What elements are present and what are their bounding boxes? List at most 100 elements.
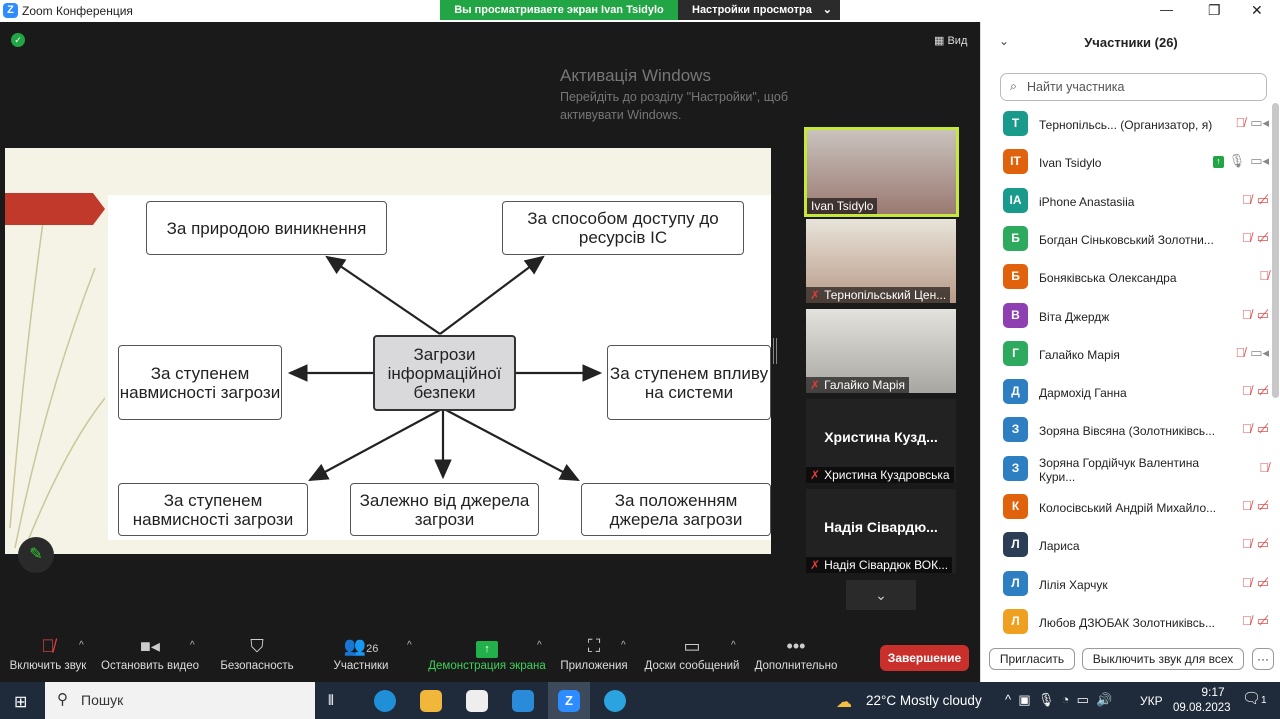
participant-name: Зоряна Вівсяна (Золотниківсь... bbox=[1039, 424, 1216, 439]
video-tile[interactable]: ✗Галайко Марія bbox=[806, 309, 956, 393]
participant-status: 🎙̸▭̸ bbox=[1242, 536, 1269, 552]
view-settings-dropdown[interactable]: Настройки просмотра ⌄ bbox=[678, 0, 840, 20]
search-icon: ⚲ bbox=[57, 691, 68, 708]
mute-all-button[interactable]: Выключить звук для всех bbox=[1082, 648, 1244, 670]
video-tile[interactable]: Христина Кузд...✗Христина Куздровська bbox=[806, 399, 956, 483]
scroll-down-button[interactable]: ⌄ bbox=[846, 580, 916, 610]
video-tile[interactable]: ✗Тернопільський Цен... bbox=[806, 219, 956, 303]
mic-muted-icon: 🎙̸ bbox=[1235, 115, 1246, 130]
participant-name: Лілія Харчук bbox=[1039, 577, 1108, 592]
view-button[interactable]: ▦ Вид bbox=[934, 34, 967, 47]
file-explorer-icon[interactable] bbox=[420, 690, 442, 712]
mic-muted-icon: 🎙̸ bbox=[1241, 191, 1252, 207]
avatar: IA bbox=[1003, 187, 1028, 213]
viewing-label: Вы просматриваете экран Ivan Tsidylo bbox=[440, 0, 678, 20]
taskbar-search[interactable]: ⚲Пошук bbox=[45, 682, 315, 719]
caret-up-icon[interactable]: ^ bbox=[537, 640, 542, 651]
minimize-button[interactable]: — bbox=[1160, 2, 1173, 17]
whiteboards-button[interactable]: ▭Доски сообщений bbox=[642, 630, 742, 672]
apps-button[interactable]: ⛶Приложения bbox=[558, 630, 630, 672]
task-view-icon[interactable]: ⫴ bbox=[328, 692, 334, 708]
windows-start-icon[interactable]: ⊞ bbox=[14, 694, 28, 711]
caret-up-icon[interactable]: ^ bbox=[621, 640, 626, 651]
system-tray-icons[interactable]: ^ ▣ 🎙 ◔ ▭ 🔊 bbox=[1005, 692, 1113, 707]
notifications-icon[interactable]: 🗨1 bbox=[1242, 690, 1267, 707]
diagram-box: За ступенем впливу на системи bbox=[607, 345, 771, 420]
clock-time[interactable]: 9:17 bbox=[1201, 685, 1225, 699]
security-label: Безопасность bbox=[220, 660, 294, 672]
shield-check-icon[interactable]: ✓ bbox=[11, 33, 25, 47]
splitter-handle[interactable] bbox=[773, 338, 777, 364]
end-meeting-button[interactable]: Завершение bbox=[880, 645, 969, 671]
clock-date[interactable]: 09.08.2023 bbox=[1173, 702, 1231, 714]
participant-name: Галайко Марія bbox=[1039, 347, 1120, 362]
caret-up-icon[interactable]: ^ bbox=[731, 640, 736, 651]
diagram-center-box: Загрози інформаційної безпеки bbox=[373, 335, 516, 411]
share-screen-button[interactable]: ↑Демонстрация экрана bbox=[428, 630, 546, 672]
more-button[interactable]: •••Дополнительно bbox=[752, 630, 840, 672]
avatar: Л bbox=[1003, 570, 1028, 596]
annotate-pen-icon[interactable]: ✎ bbox=[18, 537, 54, 573]
telegram-icon[interactable] bbox=[604, 690, 626, 712]
diagram-box: За природою виникнення bbox=[146, 201, 387, 255]
caret-up-icon[interactable]: ^ bbox=[190, 640, 195, 651]
maximize-button[interactable]: ❐ bbox=[1208, 2, 1221, 18]
zoom-taskbar-button[interactable]: Z bbox=[548, 682, 590, 719]
mail-icon[interactable] bbox=[512, 690, 534, 712]
security-button[interactable]: ⛉ Безопасность bbox=[218, 630, 296, 672]
whiteboard-icon: ▭ bbox=[683, 636, 701, 656]
collapse-chevron-icon[interactable]: ⌄ bbox=[999, 34, 1010, 48]
invite-button[interactable]: Пригласить bbox=[989, 648, 1075, 670]
participants-icon: 👥26 bbox=[343, 636, 379, 656]
mic-muted-icon: 🎙̸ bbox=[1241, 574, 1252, 590]
weather-text[interactable]: 22°C Mostly cloudy bbox=[866, 693, 982, 708]
panel-more-button[interactable]: ··· bbox=[1252, 648, 1274, 670]
video-button[interactable]: ■◂Остановить видео bbox=[100, 630, 200, 672]
apps-label: Приложения bbox=[560, 660, 628, 672]
language-indicator[interactable]: УКР bbox=[1140, 694, 1163, 708]
participant-name: Дармохід Ганна bbox=[1039, 386, 1127, 401]
search-placeholder: Найти участника bbox=[1027, 80, 1125, 94]
chevron-down-icon: ⌄ bbox=[822, 4, 832, 16]
participant-name: Віта Джердж bbox=[1039, 309, 1110, 324]
shield-icon: ⛉ bbox=[250, 636, 264, 656]
close-button[interactable]: ✕ bbox=[1251, 2, 1263, 18]
participant-search-input[interactable]: ⌕Найти участника bbox=[1000, 73, 1267, 101]
scrollbar[interactable] bbox=[1272, 103, 1279, 398]
tile-display-name: Христина Кузд... bbox=[824, 429, 938, 445]
participant-status: ↑🎙▭◂ bbox=[1213, 153, 1269, 169]
caret-up-icon[interactable]: ^ bbox=[407, 640, 412, 651]
store-icon[interactable] bbox=[466, 690, 488, 712]
caret-up-icon[interactable]: ^ bbox=[79, 640, 84, 651]
window-title: Zoom Конференция bbox=[22, 4, 133, 18]
video-off-icon: ▭̸ bbox=[1256, 421, 1269, 437]
avatar: Б bbox=[1003, 264, 1028, 290]
edge-icon[interactable] bbox=[374, 690, 396, 712]
mic-muted-icon: 🎙̸ bbox=[1241, 229, 1252, 245]
video-tile[interactable]: Ivan Tsidylo bbox=[804, 127, 959, 217]
video-off-icon: ▭̸ bbox=[1256, 536, 1269, 552]
weather-cloud-icon: ☁ bbox=[836, 694, 852, 711]
shared-slide: За природою виникнення За способом досту… bbox=[5, 148, 771, 554]
unmute-button[interactable]: 🎙̸Включить звук bbox=[8, 630, 88, 672]
view-settings-label: Настройки просмотра bbox=[692, 4, 812, 16]
avatar: З bbox=[1003, 455, 1028, 481]
diagram-arrows bbox=[287, 255, 603, 482]
video-tile[interactable]: Надія Сівардю...✗Надія Сівардюк ВОК... bbox=[806, 489, 956, 573]
